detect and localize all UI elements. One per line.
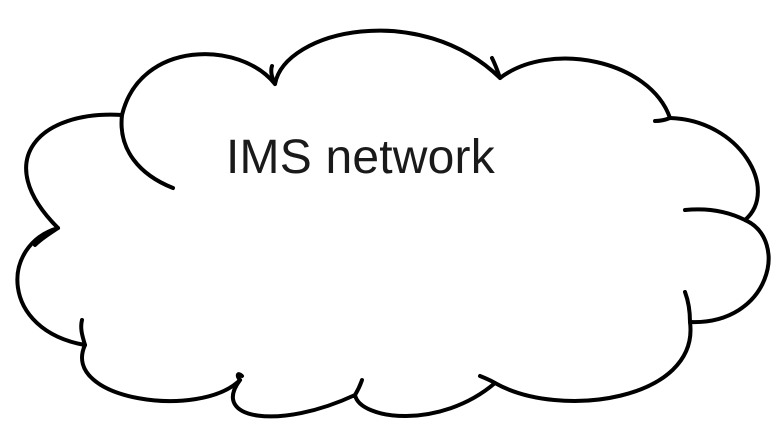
cloud-lobe-arc	[269, 64, 277, 86]
cloud-lobe-arc	[33, 226, 60, 247]
cloud-lobe-arc	[683, 207, 747, 222]
cloud-lobe-arc	[478, 374, 497, 385]
cloud-lobe-arc	[235, 372, 244, 382]
cloud-lobe-arc	[683, 290, 692, 324]
cloud-lobe-arc	[119, 113, 175, 190]
cloud-lobe-arc	[353, 378, 364, 397]
cloud-outline	[15, 28, 771, 419]
cloud-label: IMS network	[226, 131, 495, 184]
cloud-lobe-arc	[490, 56, 502, 80]
cloud-lobe-arc	[653, 116, 672, 123]
cloud-lobe-arc	[79, 318, 87, 347]
